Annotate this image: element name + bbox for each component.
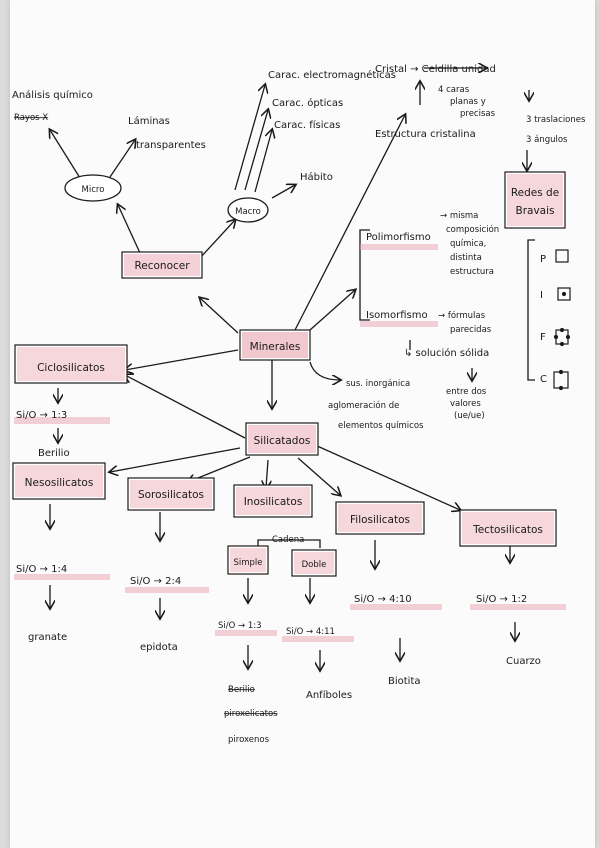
label-isomorfismo: Isomorfismo bbox=[366, 310, 428, 321]
node-tectosilicatos: Tectosilicatos bbox=[472, 524, 543, 536]
node-inosilicatos: Inosilicatos bbox=[244, 496, 303, 508]
label-estructura-cristalina: Estructura cristalina bbox=[375, 129, 476, 140]
entre-2: valores bbox=[450, 399, 481, 409]
ratio-doble: Si/O → 4:11 bbox=[286, 627, 335, 637]
example-piroxelicatos-struck: piroxelicatos bbox=[224, 709, 278, 719]
lattice-i-icon bbox=[557, 287, 571, 301]
label-carac-opticas: Carac. ópticas bbox=[272, 97, 343, 109]
example-epidota: epidota bbox=[140, 642, 178, 653]
label-cadena: Cadena bbox=[272, 535, 304, 545]
node-macro: Macro bbox=[235, 207, 261, 217]
poli-desc-1: → misma bbox=[440, 211, 478, 221]
label-caras-2: planas y bbox=[450, 97, 486, 107]
node-micro: Micro bbox=[82, 185, 105, 195]
ratio-simple: Si/O → 1:3 bbox=[218, 621, 262, 631]
label-habito: Hábito bbox=[300, 171, 333, 183]
ratio-neso: Si/O → 1:4 bbox=[16, 564, 67, 575]
label-analisis-quimico: Análisis químico bbox=[12, 89, 93, 101]
node-ciclosilicatos: Ciclosilicatos bbox=[37, 362, 105, 374]
bravais-lattice-icons bbox=[553, 249, 571, 391]
bravais-c: C bbox=[540, 374, 547, 385]
poli-desc-2: composición bbox=[446, 224, 499, 235]
poli-desc-3: química, bbox=[450, 239, 486, 249]
entre-1: entre dos bbox=[446, 387, 487, 397]
node-labels: Minerales Silicatados Reconocer Micro Ma… bbox=[25, 185, 560, 570]
annotation-labels: Análisis químico Rayos X Láminas transpa… bbox=[12, 64, 586, 745]
lattice-f-icon bbox=[553, 327, 571, 347]
bravais-p: P bbox=[540, 254, 546, 265]
node-minerales: Minerales bbox=[250, 341, 301, 353]
ratio-highlights bbox=[14, 244, 566, 642]
iso-desc-1: → fórmulas bbox=[438, 310, 486, 321]
highlight-boxes bbox=[12, 171, 566, 577]
example-cuarzo: Cuarzo bbox=[506, 656, 541, 667]
example-anfiboles: Anfíboles bbox=[306, 689, 352, 701]
label-angulos: 3 ángulos bbox=[526, 135, 568, 145]
label-berilio-ciclo: Berilio bbox=[38, 448, 70, 459]
node-filosilicatos: Filosilicatos bbox=[350, 514, 410, 526]
example-berilio-struck: Berilio bbox=[228, 685, 255, 695]
example-piroxenos: piroxenos bbox=[228, 735, 270, 745]
ratio-ciclo: Si/O → 1:3 bbox=[16, 410, 67, 421]
example-granate: granate bbox=[28, 632, 67, 643]
label-carac-fisicas: Carac. físicas bbox=[274, 119, 340, 131]
paper-sheet: Minerales Silicatados Reconocer Micro Ma… bbox=[10, 0, 595, 848]
node-sorosilicatos: Sorosilicatos bbox=[138, 489, 204, 501]
node-redes-bravais-line1: Redes de bbox=[511, 187, 559, 199]
example-biotita: Biotita bbox=[388, 676, 421, 687]
label-caras-3: precisas bbox=[460, 109, 496, 119]
label-polimorfismo: Polimorfismo bbox=[366, 232, 431, 243]
entre-3: (ue/ue) bbox=[454, 411, 485, 421]
ratio-soro: Si/O → 2:4 bbox=[130, 576, 181, 587]
node-silicatados: Silicatados bbox=[254, 435, 311, 447]
node-simple: Simple bbox=[233, 558, 262, 568]
label-solucion-solida: ↳ solución sólida bbox=[404, 347, 489, 359]
poli-desc-4: distinta bbox=[450, 253, 482, 263]
label-cristal: Cristal → Celdilla unidad bbox=[375, 64, 496, 75]
node-redes-bravais-line2: Bravais bbox=[516, 205, 555, 217]
concept-map: Minerales Silicatados Reconocer Micro Ma… bbox=[12, 0, 586, 745]
bravais-i: I bbox=[540, 290, 543, 301]
label-traslaciones: 3 traslaciones bbox=[526, 115, 586, 125]
bravais-f: F bbox=[540, 332, 546, 343]
ratio-tecto: Si/O → 1:2 bbox=[476, 594, 527, 605]
label-transparentes: transparentes bbox=[136, 140, 206, 151]
lattice-p-icon bbox=[555, 249, 569, 263]
node-doble: Doble bbox=[302, 560, 327, 570]
lattice-c-icon bbox=[553, 369, 569, 391]
sus-1: sus. inorgánica bbox=[346, 379, 410, 389]
node-reconocer: Reconocer bbox=[134, 260, 190, 272]
label-caras-1: 4 caras bbox=[438, 85, 470, 95]
label-carac-electromagneticas: Carac. electromagnéticas bbox=[268, 69, 396, 81]
poli-desc-5: estructura bbox=[450, 267, 494, 277]
iso-desc-2: parecidas bbox=[450, 325, 492, 335]
ratio-filo: Si/O → 4:10 bbox=[354, 594, 412, 605]
node-nesosilicatos: Nesosilicatos bbox=[25, 477, 94, 489]
label-laminas: Láminas bbox=[128, 115, 170, 127]
sus-3: elementos químicos bbox=[338, 421, 424, 431]
connector-arrows bbox=[50, 68, 535, 670]
sus-2: aglomeración de bbox=[328, 400, 399, 411]
label-rayos-x: Rayos X bbox=[14, 113, 48, 123]
